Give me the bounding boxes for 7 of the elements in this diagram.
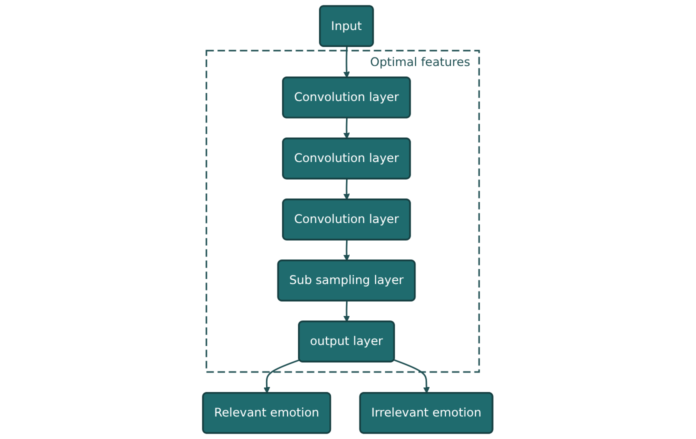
- arrow: [344, 300, 350, 322]
- arrow: [344, 178, 350, 200]
- arrow: [264, 359, 300, 394]
- arrow: [344, 240, 350, 262]
- arrow: [394, 359, 430, 394]
- arrow: [344, 46, 350, 78]
- arrow: [344, 118, 350, 140]
